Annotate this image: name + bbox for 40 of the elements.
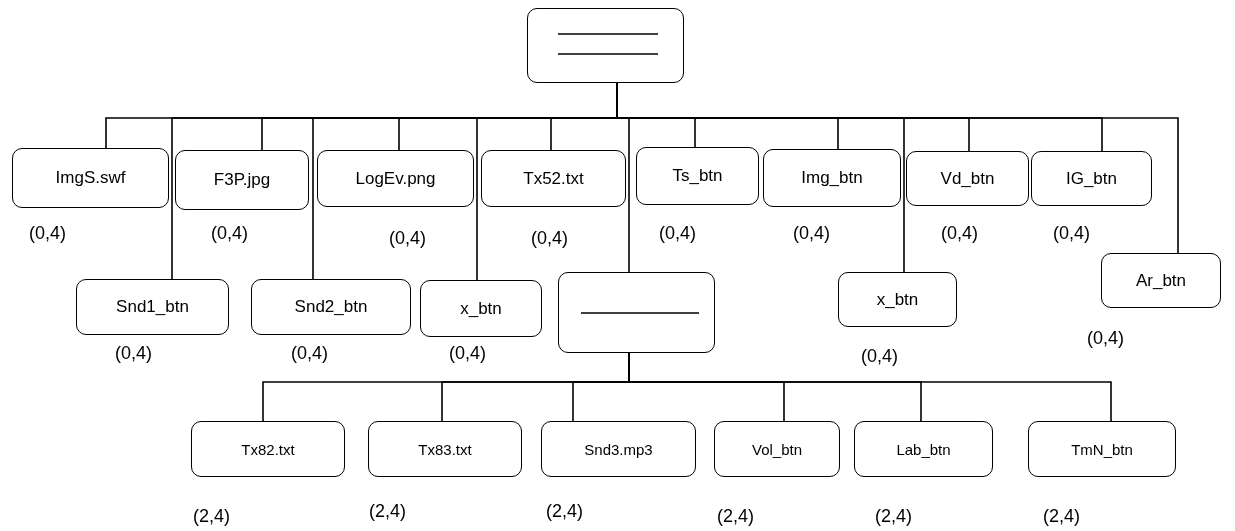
node-annotation: (2,4)	[717, 506, 754, 527]
node-annotation: (0,4)	[1087, 328, 1124, 349]
node-label: LogEv.png	[355, 168, 436, 189]
node-annotation: (0,4)	[659, 223, 696, 244]
blank-box	[558, 272, 715, 353]
node-annotation: (2,4)	[193, 506, 230, 527]
node-annotation: (2,4)	[546, 501, 583, 522]
node-annotation: (0,4)	[941, 223, 978, 244]
node-label: Tx52.txt	[523, 168, 584, 189]
node-annotation: (0,4)	[211, 223, 248, 244]
node-label: Lab_btn	[896, 440, 951, 458]
node-annotation: (0,4)	[861, 346, 898, 367]
node-annotation: (2,4)	[369, 501, 406, 522]
node-label: ImgS.swf	[55, 168, 126, 188]
node-annotation: (0,4)	[531, 228, 568, 249]
node-label: x_btn	[460, 298, 502, 319]
node-annotation: (2,4)	[1043, 506, 1080, 527]
node-label: Snd3.mp3	[584, 440, 653, 458]
node-annotation: (2,4)	[875, 506, 912, 527]
node-label: TmN_btn	[1071, 440, 1133, 458]
node-label: IG_btn	[1065, 168, 1117, 189]
node-annotation: (0,4)	[291, 343, 328, 364]
node-label: Img_btn	[801, 168, 863, 188]
node-label: Snd2_btn	[294, 297, 368, 317]
node-annotation: (0,4)	[1053, 223, 1090, 244]
node-annotation: (0,4)	[389, 228, 426, 249]
node-annotation: (0,4)	[449, 343, 486, 364]
node-label: Tx83.txt	[418, 440, 472, 458]
node-label: Vol_btn	[751, 440, 802, 458]
node-annotation: (0,4)	[793, 223, 830, 244]
node-label: F3P.jpg	[213, 170, 271, 190]
node-label: Snd1_btn	[116, 297, 189, 317]
node-annotation: (0,4)	[115, 343, 152, 364]
node-label: Ts_btn	[672, 166, 723, 186]
node-annotation: (0,4)	[29, 223, 66, 244]
node-label: Ar_btn	[1135, 270, 1187, 291]
node-label: x_btn	[876, 289, 919, 310]
node-label: Tx82.txt	[241, 440, 295, 458]
blank-box	[527, 8, 684, 83]
node-label: Vd_btn	[940, 168, 995, 189]
